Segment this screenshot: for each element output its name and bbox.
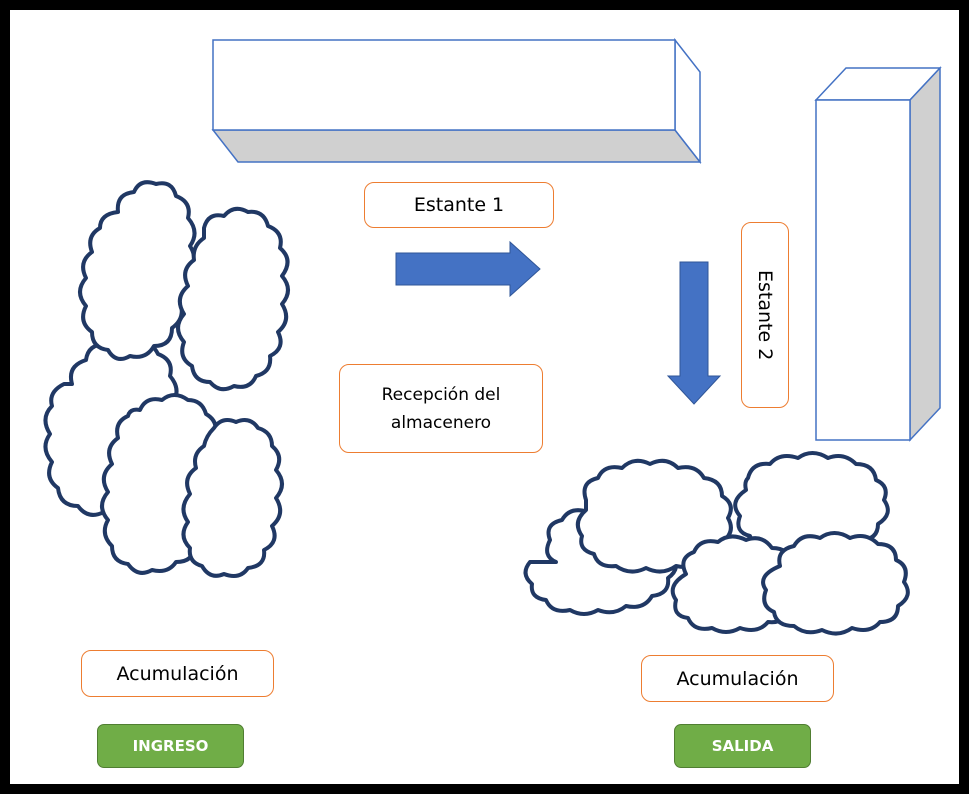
cloud-left-3 [176,206,290,392]
accumulation-left-label: Acumulación [81,650,274,697]
arrow-down [666,261,722,405]
salida-badge: SALIDA [674,724,811,768]
shelf-1-box [211,37,702,165]
cloud-right-3 [733,451,890,556]
shelf-1-label-text: Estante 1 [413,194,505,216]
accumulation-right-label-text: Acumulación [676,667,799,690]
right-cloud-cluster [523,451,910,636]
ingreso-badge: INGRESO [97,724,244,768]
shelf-1-front-face [212,39,676,131]
shelf-2-label-text: Estante 2 [754,269,776,361]
shelf-1-label: Estante 1 [364,182,554,228]
shelf-2-front-face [815,99,911,441]
reception-label: Recepción del almacenero [339,364,543,453]
shelf-1-bottom-face [211,129,702,163]
arrow-right [395,240,541,298]
shelf-2-side-face [909,66,941,442]
cloud-right-5 [761,531,910,636]
cloud-left-5 [181,418,284,578]
ingreso-badge-text: INGRESO [132,737,209,755]
accumulation-left-label-text: Acumulación [116,662,239,685]
accumulation-right-label: Acumulación [641,655,834,702]
left-cloud-cluster [43,180,290,578]
cloud-right-2 [575,458,733,574]
shelf-2-box [814,66,942,442]
reception-label-text: Recepción del almacenero [381,384,501,433]
shelf-2-label: Estante 2 [741,222,789,408]
cloud-left-2 [78,180,197,361]
salida-badge-text: SALIDA [711,737,774,755]
